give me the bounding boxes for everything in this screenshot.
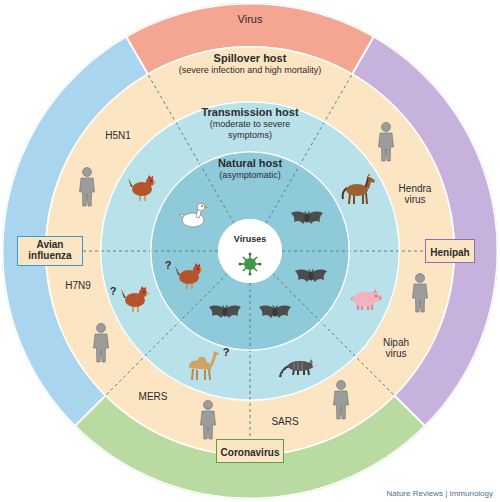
virus-name: SARS [271,416,298,428]
bat-icon [259,305,291,319]
bat-icon [209,305,241,319]
virus-core: Viruses [218,219,282,283]
node-heading: Henipah [430,247,469,259]
human-icon [94,324,109,363]
chicken-icon [121,286,150,312]
human-icon [80,168,95,207]
core-fill [218,219,282,283]
node-heading: Spillover host [179,52,322,65]
ring-outline [101,102,400,401]
text-block: Natural host(asymptomatic) [218,157,282,181]
human-icon [379,123,394,162]
ring-outline [219,220,282,283]
chicken-icon [175,263,204,289]
uncertain-mark: ? [223,346,230,359]
civet-icon [280,359,317,377]
pig-icon [352,289,382,310]
text-block: Viruses [234,234,266,245]
ring-outline [100,101,400,401]
spillover-ring: Viruses Natural host(asymptomatic) Transmi… [45,46,455,456]
chicken-icon [128,175,157,201]
virus-band: Viruses Natural host(asymptomatic) Transmi… [2,3,498,499]
family-box: Avian influenza [17,236,83,267]
family-box: Coronavirus [216,439,285,463]
node-subtext: (moderate to severe symptoms) [194,119,306,141]
human-icon [201,401,216,440]
ring-outline [46,47,455,456]
sector-dashed-lines [45,74,455,457]
virus-name: H7N9 [65,280,91,292]
bat-icon [295,269,327,283]
uncertain-mark: ? [110,285,117,298]
ring-outline [150,151,350,351]
human-icon [413,274,428,313]
ring-outline [218,219,282,283]
journal-credit: Nature Reviews | Immunology [386,489,493,498]
bat-icon [291,211,323,225]
virus-name: Nipah virus [373,337,419,360]
family-box: Henipah [425,239,474,263]
text-block: Transmission host(moderate to severe sym… [194,106,306,141]
ring-outline [151,152,350,351]
node-heading: Transmission host [194,106,306,119]
node-heading: Natural host [218,157,282,170]
outer-disc [2,3,498,499]
node-heading: Virus [238,13,263,26]
node-heading: Avian influenza [22,239,78,262]
virus-name: H5N1 [105,130,131,142]
human-icon [334,381,349,420]
text-block: Spillover host(severe infection and high… [179,52,322,76]
virus-band-sector [126,3,374,74]
text-block: Virus [238,13,263,26]
spillover-fill [45,46,455,456]
node-subtext: (severe infection and high mortality) [179,65,322,76]
horse-icon [343,173,375,204]
text-block: Henipah [430,247,469,259]
text-block: Coronavirus [221,447,280,459]
transmission-ring: Viruses Natural host(asymptomatic) Transmi… [100,101,400,401]
camel-icon [189,351,219,380]
uncertain-mark: ? [165,259,172,272]
virus-name: Hendra virus [392,183,438,206]
node-heading: Coronavirus [221,447,280,459]
node-heading: Viruses [234,234,266,245]
ring-outline [3,4,498,499]
virus-particle [239,253,262,276]
node-subtext: (asymptomatic) [218,170,282,181]
natural-ring: Viruses Natural host(asymptomatic) [150,151,350,351]
text-block: Avian influenza [22,239,78,262]
virus-name: MERS [139,391,168,403]
duck-icon [179,203,209,227]
